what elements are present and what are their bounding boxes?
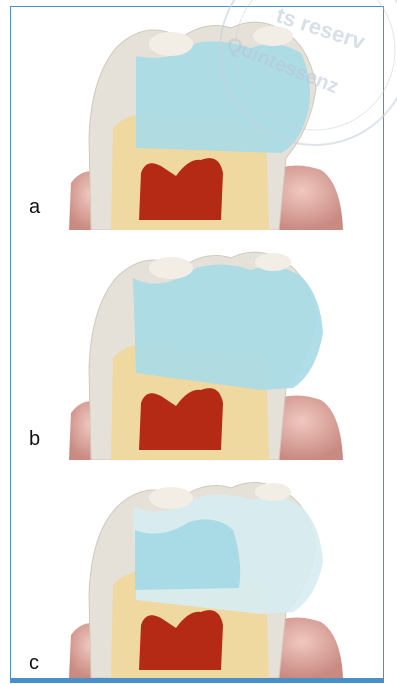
cusp-tip	[149, 257, 193, 279]
cusp-tip	[255, 253, 291, 271]
tooth-illustration-a	[11, 8, 383, 230]
cusp-tip	[149, 487, 193, 509]
cusp-tip	[255, 483, 291, 501]
panel-label-c: c	[29, 652, 39, 675]
figure-bottom-rule	[10, 678, 384, 683]
panel-c: c	[11, 470, 383, 678]
cusp-tip	[149, 32, 193, 56]
cusp-tip	[253, 26, 293, 46]
tooth-illustration-c	[11, 470, 383, 678]
panel-label-a: a	[29, 196, 40, 219]
restoration	[133, 264, 323, 390]
panel-label-b: b	[29, 428, 40, 451]
panel-a: a	[11, 8, 383, 230]
panel-b: b	[11, 238, 383, 460]
restoration	[136, 41, 310, 153]
tooth-illustration-b	[11, 238, 383, 460]
